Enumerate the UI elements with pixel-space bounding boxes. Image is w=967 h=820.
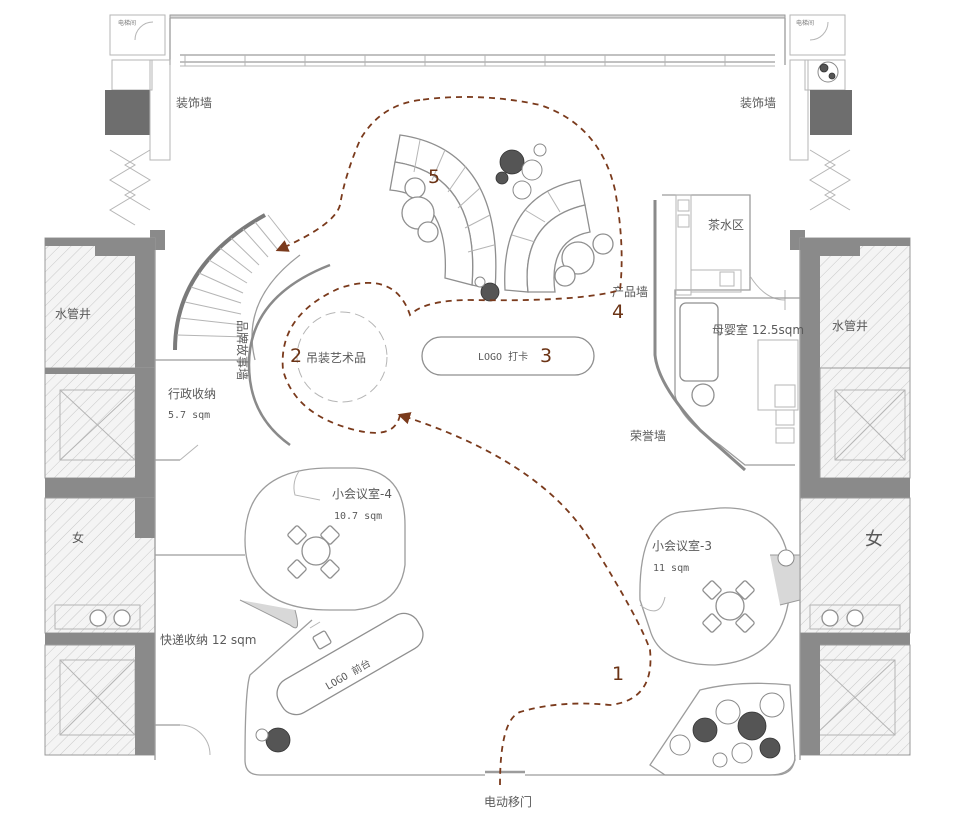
route-loop-art <box>281 96 623 434</box>
spiral-stair <box>173 213 331 447</box>
route-step-4: 4 <box>612 301 624 323</box>
meeting-room-4 <box>239 467 406 629</box>
corner-plant-icon <box>817 61 839 83</box>
curved-sofa-right <box>504 179 614 293</box>
water-pipe-right-label: 水管井 <box>832 318 868 333</box>
honor-wall-label: 荣誉墙 <box>630 429 666 443</box>
express-storage-label: 快递收纳 12 sqm <box>160 633 256 647</box>
mother-room <box>675 297 800 444</box>
hanging-art <box>296 311 388 403</box>
deco-wall-right-label: 装饰墙 <box>740 96 776 110</box>
hanging-art-label: 吊装艺术品 <box>306 351 366 365</box>
admin-storage-label: 行政收纳 <box>168 387 216 401</box>
left-wing: 水管井 女 <box>44 237 156 756</box>
female-right-label: 女 <box>865 529 883 550</box>
garden-bottom-right <box>649 549 796 776</box>
route-step-1: 1 <box>612 663 624 685</box>
top-left-corner: 电梯间 <box>105 14 171 250</box>
plant-cluster-top <box>474 143 547 302</box>
floor-outline <box>154 250 801 776</box>
logo-checkin-label: LOGO 打卡 <box>478 350 528 363</box>
top-window-wall <box>169 14 786 67</box>
meeting-room-3 <box>639 507 801 666</box>
female-left-label: 女 <box>72 530 84 545</box>
route-step-2: 2 <box>290 345 302 367</box>
tea-area-label: 茶水区 <box>708 217 744 232</box>
product-wall-label: 产品墙 <box>612 285 648 299</box>
electric-door-label: 电动移门 <box>484 794 532 809</box>
right-wing: 水管井 女 <box>799 237 911 756</box>
meeting-room-3-area: 11 sqm <box>653 563 689 574</box>
meeting-room-4-area: 10.7 sqm <box>334 511 382 522</box>
route-step-5: 5 <box>428 166 440 188</box>
tiny-label-left: 电梯间 <box>118 19 136 27</box>
deco-wall-left-label: 装饰墙 <box>176 96 212 110</box>
brand-wall-label: 品牌故事墙 <box>235 320 250 380</box>
meeting-room-4-label: 小会议室-4 <box>332 486 392 501</box>
tiny-label-right: 电梯间 <box>796 19 814 27</box>
top-right-corner: 电梯间 <box>789 14 852 250</box>
admin-storage-area: 5.7 sqm <box>168 410 210 421</box>
visitor-route <box>397 412 652 786</box>
mother-room-label: 母婴室 12.5sqm <box>712 322 804 337</box>
curved-sofa-left <box>389 134 497 291</box>
plant-reception <box>255 727 291 753</box>
logo-checkin-pill <box>421 336 595 376</box>
tea-area <box>653 194 795 472</box>
route-to-stair <box>275 99 421 252</box>
route-step-3: 3 <box>540 345 552 367</box>
reception-desk <box>244 612 424 761</box>
water-pipe-left-label: 水管井 <box>55 306 91 321</box>
meeting-room-3-label: 小会议室-3 <box>652 538 712 553</box>
